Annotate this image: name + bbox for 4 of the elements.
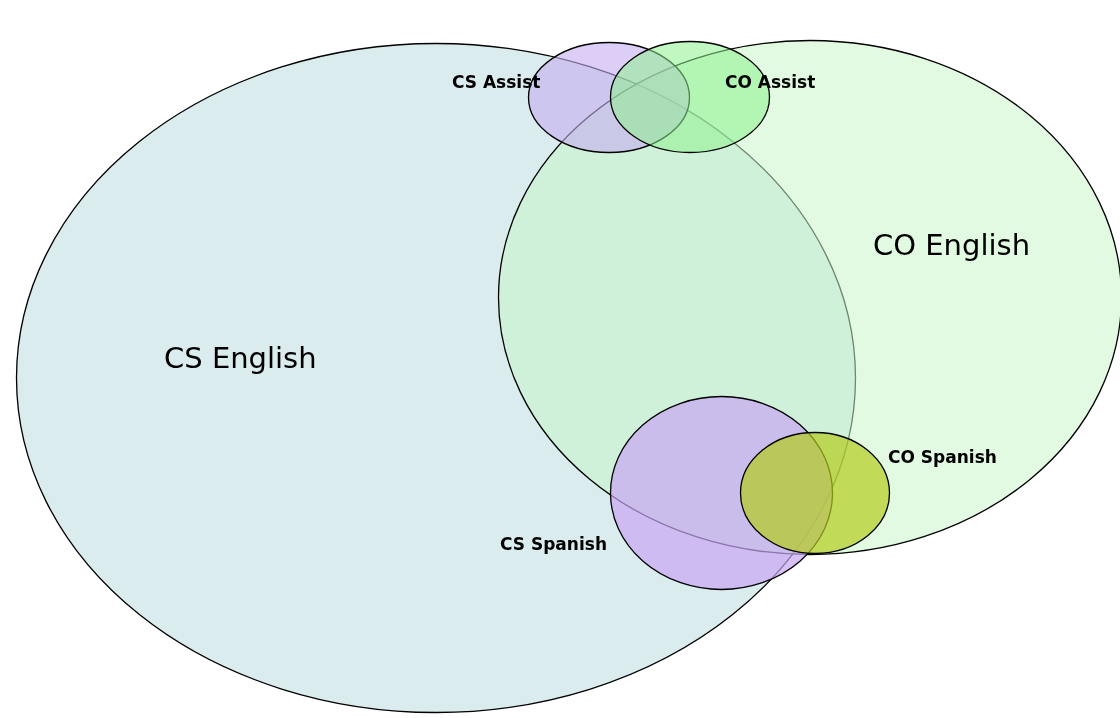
set-label: CO Spanish (888, 448, 997, 468)
set-label: CS English (164, 342, 317, 376)
set-label: CS Spanish (500, 535, 607, 555)
set-label: CO English (873, 229, 1030, 263)
